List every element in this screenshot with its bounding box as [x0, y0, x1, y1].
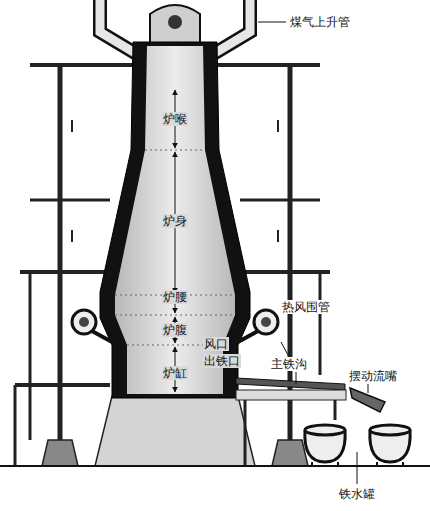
- part-label: 风口: [203, 337, 229, 351]
- part-label: 煤气上升管: [289, 15, 351, 29]
- zone-arrows: [175, 90, 176, 392]
- part-label: 炉身: [162, 214, 188, 228]
- main-iron-trough: [236, 378, 346, 466]
- foundation: [95, 396, 255, 466]
- part-label: 主铁沟: [270, 357, 308, 371]
- ground-line: [0, 465, 430, 467]
- furnace-interior: [115, 46, 235, 394]
- hot-blast-bustle-pipe: [72, 310, 278, 342]
- part-label: 炉喉: [162, 112, 188, 126]
- part-label: 炉腰: [162, 290, 188, 304]
- part-label: 出铁口: [203, 354, 241, 368]
- part-label: 炉腹: [162, 323, 188, 337]
- part-label: 摆动流嘴: [348, 369, 398, 383]
- furnace-lining: [100, 42, 250, 398]
- part-label: 热风围管: [281, 300, 331, 314]
- leader-lines: [258, 22, 368, 484]
- part-label: 炉缸: [162, 366, 188, 380]
- part-label: 铁水罐: [338, 487, 376, 501]
